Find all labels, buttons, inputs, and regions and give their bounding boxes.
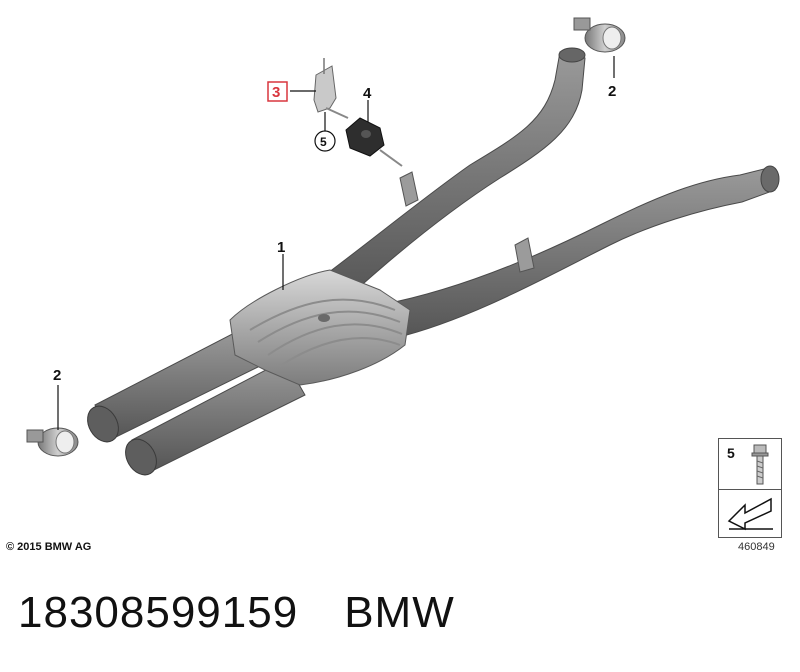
callout-1: 1	[277, 239, 285, 256]
callout-3: 3	[272, 84, 280, 101]
footer-caption: 18308599159 BMW	[18, 588, 455, 638]
copyright-text: © 2015 BMW AG	[6, 541, 92, 553]
callout-3-highlight-box	[267, 81, 288, 102]
upper-pipe	[303, 47, 586, 301]
brand-name: BMW	[344, 588, 455, 637]
exhaust-diagram: 1 2 2 3 4 5	[26, 17, 780, 476]
callout-5-circle	[314, 130, 336, 152]
parts-kit-box: 5	[718, 438, 782, 538]
inlet-pipes	[87, 329, 306, 476]
callout-4: 4	[363, 85, 372, 102]
rubber-mount-part	[345, 117, 403, 167]
part-number: 18308599159	[18, 588, 299, 637]
clamp-bottom	[26, 427, 79, 457]
pipe-hanger-lower	[514, 237, 535, 273]
bolt-icon	[751, 444, 769, 485]
catalytic-section	[229, 269, 411, 386]
kit-part-number: 5	[727, 445, 735, 461]
clamp-top	[573, 17, 626, 53]
arrow-icon	[727, 497, 773, 531]
kit-box-divider	[719, 489, 781, 490]
pipe-hanger-upper	[399, 171, 419, 207]
callout-2-top: 2	[608, 83, 616, 100]
callout-5: 5	[320, 135, 327, 149]
bracket-part	[313, 58, 349, 119]
diagram-number: 460849	[738, 541, 775, 553]
callout-2-bottom: 2	[53, 367, 61, 384]
